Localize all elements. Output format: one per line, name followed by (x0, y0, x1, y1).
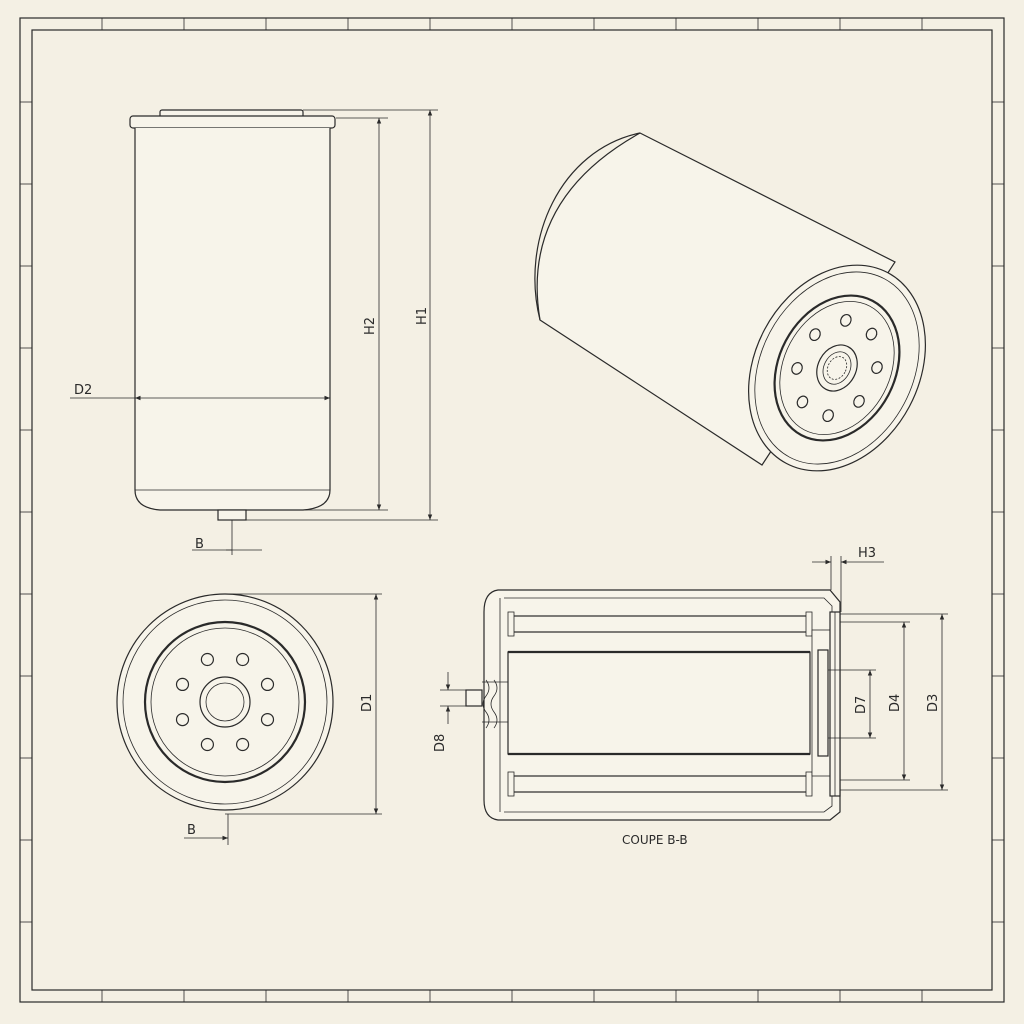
bolt-hole (865, 327, 878, 341)
bottom-bolt-holes (175, 652, 275, 752)
bolt-hole (796, 395, 809, 409)
bolt-hole (853, 394, 865, 408)
drain-plug (465, 689, 483, 707)
isometric-view (534, 132, 926, 472)
bottom-center-port (199, 676, 251, 728)
bolt-hole (822, 409, 834, 423)
bolt-hole (840, 313, 852, 327)
dim-d2: D2 (74, 383, 92, 398)
bolt-hole (260, 713, 275, 727)
bolt-hole (791, 362, 803, 375)
dim-d1: D1 (360, 694, 375, 712)
border-ticks (20, 18, 1004, 1002)
dim-h2: H2 (363, 317, 378, 335)
drain-stub (217, 509, 247, 521)
dim-b-bottom: B (187, 823, 196, 838)
dim-d4: D4 (888, 694, 903, 712)
top-rim (129, 115, 336, 129)
bolt-hole (871, 361, 883, 374)
front-view: D2 H2 H1 B (70, 109, 438, 555)
section-view: H3 D7 D4 D3 D8 COUPE B-B (433, 546, 948, 847)
bottom-gasket (143, 620, 307, 784)
dim-h1: H1 (415, 307, 430, 325)
section-housing (483, 589, 841, 821)
dim-d7: D7 (854, 696, 869, 714)
bolt-hole (175, 677, 190, 691)
drawing-border (19, 17, 1005, 1003)
bolt-hole (175, 713, 190, 727)
filter-body (134, 128, 331, 511)
dim-h3: H3 (858, 546, 876, 561)
bolt-hole (260, 677, 275, 691)
bolt-hole (809, 328, 821, 342)
dim-d3: D3 (926, 694, 941, 712)
bottom-outer-ring (116, 593, 334, 811)
dim-d8: D8 (433, 734, 448, 752)
spring (482, 679, 498, 729)
section-caption: COUPE B-B (622, 833, 688, 847)
bottom-view: D1 B (116, 593, 382, 845)
bolt-hole (200, 652, 214, 667)
bolt-hole (200, 737, 214, 752)
bolt-hole (236, 737, 250, 752)
iso-bolt-holes (791, 313, 883, 423)
bolt-hole (236, 652, 250, 667)
dim-b-front: B (195, 537, 204, 552)
